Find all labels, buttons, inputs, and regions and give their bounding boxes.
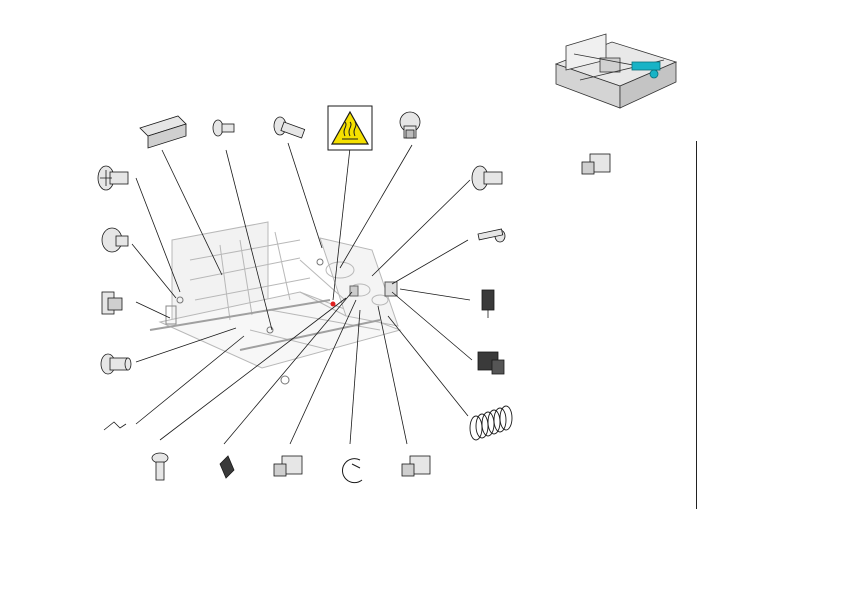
sensor-icon — [481, 289, 495, 318]
screw-top-icon — [399, 111, 421, 139]
cable-clamp-icon — [273, 455, 303, 477]
cable-clamp-2-icon — [401, 455, 431, 477]
unit-thumbnail — [554, 33, 678, 109]
hot-surface-warning-icon — [327, 105, 373, 151]
side-clamp-icon — [581, 153, 611, 175]
switch-holder-icon — [477, 351, 505, 375]
angle-plate-icon — [139, 115, 187, 149]
leader-lines — [131, 142, 473, 445]
coil-spring-icon — [469, 405, 513, 441]
screw-shoulder-icon — [273, 116, 306, 139]
screw-flanged-icon — [97, 165, 129, 191]
spacer-knob-icon — [101, 227, 129, 253]
main-frame-assembly — [149, 221, 402, 385]
bracket-clip-icon — [101, 291, 123, 315]
right-panel-divider — [696, 141, 697, 509]
stud-small-icon — [212, 119, 235, 137]
e-ring-icon — [342, 458, 363, 484]
pin-screw-icon — [477, 228, 506, 243]
wire-spring-icon — [103, 421, 127, 431]
bushing-icon — [100, 353, 132, 375]
screw-pan-icon — [471, 165, 503, 191]
screw-long-icon — [151, 452, 169, 481]
red-marker — [330, 301, 336, 307]
sheet-clip-icon — [219, 455, 235, 479]
